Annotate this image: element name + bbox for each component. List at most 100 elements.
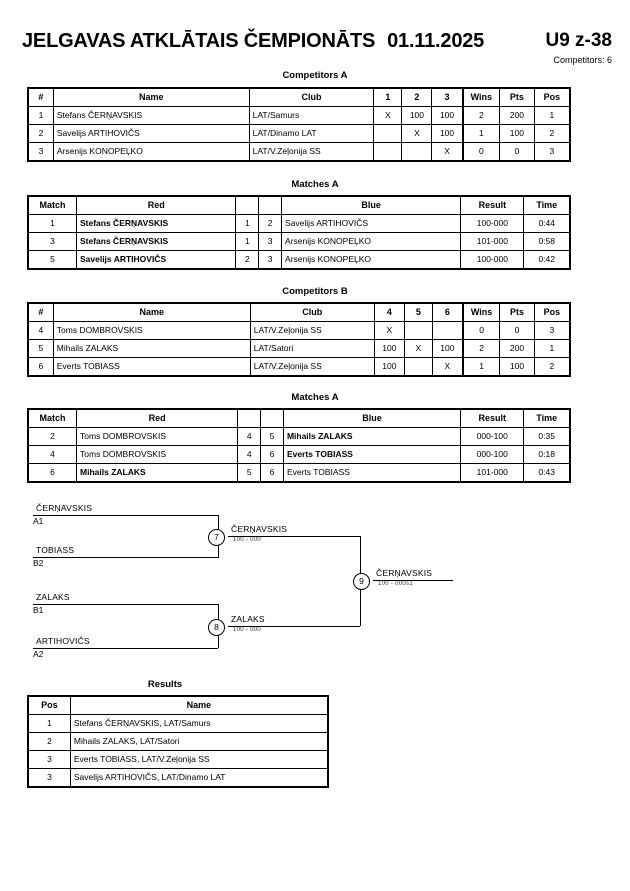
header-match: Match [28,196,77,215]
cell-pos: 1 [533,339,571,358]
section-results: Results [147,679,183,690]
cell-blue-num: 2 [258,214,283,233]
cell-wins: 1 [461,357,501,376]
bracket-node-7: 7 [208,529,225,546]
header-opp-3: 3 [431,88,464,107]
cell-name: Savelijs ARTIHOVIČS, LAT/Dinamo LAT [69,768,329,787]
header-pts: Pts [499,88,535,107]
cell-pos: 3 [28,750,71,769]
header-red-num [235,196,260,215]
header-red: Red [76,409,239,428]
header-time: Time [523,409,570,428]
cell-club: LAT/V.Zeļonija SS [248,142,375,161]
cell-score [401,142,433,161]
cell-pts: 0 [499,321,535,340]
cell-pts: 100 [499,124,535,143]
section-matches-a2: Matches A [291,392,339,403]
cell-wins: 0 [461,321,501,340]
table-row: 3 Stefans ČERŅAVSKIS 1 3 Arsenijs KONOPE… [28,232,570,251]
bracket-seed-name: ZALAKS [36,592,70,602]
table-row: 2 Savelijs ARTIHOVIČS LAT/Dinamo LAT X 1… [28,124,571,143]
cell-blue: Everts TOBIASS [282,445,462,464]
cell-match: 1 [28,214,77,233]
cell-match: 4 [27,445,78,464]
bracket-final-winner: ČERŅAVSKIS [376,568,433,578]
cell-result: 100-000 [460,214,525,233]
cell-blue-num: 6 [260,463,284,482]
cell-red: Savelijs ARTIHOVIČS [75,250,237,269]
cell-name: Toms DOMBROVSKIS [52,321,251,340]
cell-result: 000-100 [460,445,525,464]
bracket-node-9: 9 [353,573,370,590]
bracket-winner-name: ČERŅAVSKIS [231,524,288,534]
table-header-row: # Name Club 1 2 3 Wins Pts Pos [28,88,571,107]
cell-num: 5 [28,339,54,358]
cell-score [373,124,403,143]
bracket-final-score: 100 - 000s1 [378,581,413,587]
cell-wins: 2 [461,339,501,358]
category-label: U9 z-38 [545,30,612,51]
table-row: 5 Savelijs ARTIHOVIČS 2 3 Arsenijs KONOP… [28,250,570,269]
cell-match: 3 [28,232,77,251]
table-row: 1 Stefans ČERŅAVSKIS 1 2 Savelijs ARTIHO… [28,214,570,233]
header-club: Club [249,303,375,322]
cell-wins: 2 [461,106,501,125]
bracket-line [228,626,360,627]
header-red: Red [75,196,237,215]
cell-time: 0:58 [523,232,570,251]
header-pos: Pos [533,303,571,322]
cell-result: 101-000 [460,463,525,482]
header-match: Match [27,409,78,428]
table-row: 1 Stefans ČERŅAVSKIS, LAT/Samurs [28,714,329,733]
cell-name: Stefans ČERŅAVSKIS [52,106,250,125]
results-table: Pos Name 1 Stefans ČERŅAVSKIS, LAT/Samur… [28,696,329,787]
bracket-line [33,515,218,516]
cell-result: 101-000 [460,232,525,251]
cell-match: 2 [27,427,78,446]
cell-time: 0:42 [523,250,570,269]
cell-time: 0:35 [523,427,570,446]
cell-score: 100 [373,339,405,358]
cell-score: X [431,357,464,376]
bracket-seed-code: B2 [33,558,44,568]
cell-club: LAT/Satori [249,339,375,358]
cell-name: Arsenijs KONOPEĻKO [52,142,250,161]
cell-pos: 2 [533,124,571,143]
bracket-line [33,557,218,558]
cell-blue: Arsenijs KONOPEĻKO [281,232,462,251]
cell-name: Mihails ZALAKS [52,339,251,358]
cell-score: 100 [431,124,464,143]
table-row: 1 Stefans ČERŅAVSKIS LAT/Samurs X 100 10… [28,106,571,125]
table-header-row: Pos Name [28,696,329,715]
cell-num: 1 [28,106,54,125]
knockout-bracket: ČERŅAVSKIS A1 TOBIASS B2 7 ČERŅAVSKIS 10… [0,495,630,675]
header-red-num [237,409,262,428]
table-row: 4 Toms DOMBROVSKIS 4 6 Everts TOBIASS 00… [27,445,570,464]
cell-score [403,357,433,376]
cell-pts: 0 [499,142,535,161]
bracket-line [33,648,218,649]
cell-red-num: 4 [237,445,262,464]
header-name: Name [69,696,329,715]
cell-name: Everts TOBIASS [52,357,251,376]
cell-blue: Arsenijs KONOPEĻKO [281,250,462,269]
cell-score [403,321,433,340]
cell-red: Toms DOMBROVSKIS [76,445,239,464]
competitors-count: Competitors: 6 [553,55,612,65]
cell-score [431,321,464,340]
cell-pos: 2 [533,357,571,376]
cell-num: 6 [28,357,54,376]
header-result: Result [460,409,525,428]
bracket-seed-name: ARTIHOVIČS [36,636,90,646]
cell-pos: 1 [533,106,571,125]
bracket-winner-name: ZALAKS [231,614,265,624]
cell-score: 100 [431,339,464,358]
bracket-line [228,536,360,537]
cell-blue-num: 5 [260,427,284,446]
header-name: Name [52,88,250,107]
cell-pos: 3 [533,321,571,340]
header-blue-num [258,196,283,215]
cell-name: Savelijs ARTIHOVIČS [52,124,250,143]
